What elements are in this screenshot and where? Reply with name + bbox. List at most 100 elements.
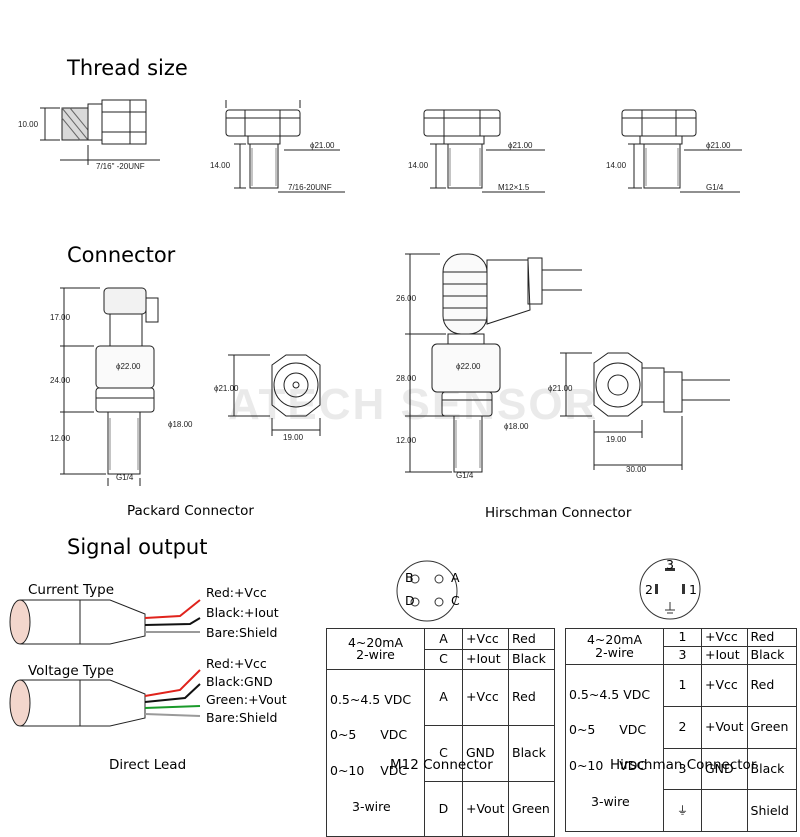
hir-group2-line4: 3-wire — [591, 793, 630, 809]
m12-group-3wire: 0.5~4.5 VDC 0~5 VDC 0~10 VDC 3-wire — [326, 668, 425, 837]
hirschman-height-top: 26.00 — [396, 294, 417, 303]
m12-row5-signal: +Vout — [462, 780, 509, 837]
section-title-connector: Connector — [67, 243, 176, 267]
thread-2-label: 7/16-20UNF — [288, 183, 332, 192]
hirschman-top-view — [560, 352, 730, 470]
thread-4-height: 14.00 — [606, 161, 627, 170]
hirschman-top-total: 30.00 — [626, 465, 647, 474]
m12-group2-line3: 0~10 VDC — [330, 763, 408, 778]
hir-row2-pin: 3 — [663, 646, 702, 665]
hir-row6-color: Shield — [746, 789, 798, 833]
voltage-black-wire — [144, 683, 201, 703]
direct-lead-caption: Direct Lead — [109, 757, 187, 773]
hir-row1-signal: +Vcc — [701, 628, 748, 647]
hir-group-3wire: 0.5~4.5 VDC 0~5 VDC 0~10 VDC 3-wire — [565, 663, 664, 833]
voltage-wire-2: Black:GND — [206, 674, 273, 689]
hir-group1-line1: 4~20mA — [586, 632, 643, 647]
voltage-green-wire — [144, 705, 201, 709]
hir-row5-color: Black — [746, 747, 798, 791]
packard-thread: G1/4 — [116, 473, 134, 482]
current-wire-3: Bare:Shield — [206, 625, 278, 640]
hirschman-thread: G1/4 — [456, 471, 474, 480]
voltage-wire-1: Red:+Vcc — [206, 656, 267, 671]
hir-row4-pin: 2 — [663, 705, 702, 749]
packard-height-top: 17.00 — [50, 313, 71, 322]
m12-row5-pin: D — [424, 780, 463, 837]
m12-group2-line4: 3-wire — [352, 798, 391, 814]
packard-top-view — [228, 354, 321, 436]
hirschman-height-mid: 28.00 — [396, 374, 417, 383]
m12-row5-color: Green — [508, 780, 555, 837]
hir-row5-pin: 3 — [663, 747, 702, 791]
watermark-text: ATECH SENSOR — [228, 380, 599, 429]
m12-group2-line2: 0~5 VDC — [330, 727, 408, 743]
voltage-type-label: Voltage Type — [28, 663, 114, 679]
packard-connector-caption: Packard Connector — [127, 503, 254, 519]
hirschman-top-diameter: ϕ21.00 — [548, 384, 573, 393]
thread-2-diameter: ϕ21.00 — [310, 141, 335, 150]
thread-drawing-3 — [423, 109, 545, 193]
m12-row4-color: Black — [508, 724, 555, 782]
hir-group2-line1: 0.5~4.5 VDC — [569, 686, 651, 702]
m12-row2-signal: +Iout — [462, 648, 509, 670]
hir-group-2wire: 4~20mA 2-wire — [565, 628, 664, 665]
m12-row1-color: Red — [508, 628, 555, 650]
hir-row4-signal: +Vout — [701, 705, 748, 749]
hirschman-top-width: 19.00 — [606, 435, 627, 444]
current-black-wire — [144, 617, 201, 626]
packard-top-width: 19.00 — [283, 433, 304, 442]
voltage-bare-wire — [144, 713, 201, 717]
thread-1-label: 7/16" -20UNF — [96, 162, 145, 171]
m12-row1-signal: +Vcc — [462, 628, 509, 650]
m12-row4-signal: GND — [462, 724, 509, 782]
hirschman-wiring-table: 4~20mA 2-wire 1 +Vcc Red 3 +Iout Black 0… — [565, 628, 798, 833]
m12-row3-pin: A — [424, 669, 463, 726]
current-red-wire — [144, 599, 201, 619]
hir-row6-signal — [701, 789, 748, 833]
hir-row3-signal: +Vcc — [701, 664, 748, 707]
m12-row2-pin: C — [424, 648, 463, 670]
hirschman-pin-2: 2 — [645, 582, 653, 597]
packard-side-view — [60, 287, 159, 486]
voltage-wire-3: Green:+Vout — [206, 692, 287, 707]
current-wire-2: Black:+Iout — [206, 605, 279, 620]
m12-row3-signal: +Vcc — [462, 669, 509, 726]
m12-pin-a: A — [451, 570, 460, 585]
thread-4-label: G1/4 — [706, 183, 724, 192]
thread-drawing-2 — [225, 100, 345, 193]
packard-hex-diameter: ϕ18.00 — [168, 420, 193, 429]
m12-pin-d: D — [405, 593, 415, 608]
thread-3-diameter: ϕ21.00 — [508, 141, 533, 150]
thread-2-height: 14.00 — [210, 161, 231, 170]
connector-drawings: 17.00 24.00 12.00 ϕ22.00 ϕ18.00 G1/4 ϕ21… — [50, 253, 730, 486]
hirschman-connector-caption: Hirschman Connector — [485, 505, 632, 521]
hirschman-pin-1: 1 — [689, 582, 697, 597]
section-title-thread-size: Thread size — [67, 56, 188, 80]
hir-row1-color: Red — [746, 628, 798, 647]
section-title-signal-output: Signal output — [67, 535, 208, 559]
hir-group2-line3: 0~10 VDC — [569, 758, 647, 773]
m12-group1-line1: 4~20mA — [347, 634, 404, 650]
m12-group-2wire: 4~20mA 2-wire — [326, 628, 425, 670]
ground-icon: ⏚ — [663, 789, 702, 833]
direct-lead-drawing — [9, 599, 201, 727]
m12-row2-color: Black — [508, 648, 555, 670]
current-type-label: Current Type — [28, 582, 115, 598]
hir-row2-color: Black — [746, 646, 798, 665]
hir-group1-line2: 2-wire — [595, 644, 634, 660]
hirschman-pin-3: 3 — [666, 557, 674, 572]
packard-top-diameter: ϕ21.00 — [214, 384, 239, 393]
hir-group2-line2: 0~5 VDC — [569, 722, 647, 738]
m12-pin-c: C — [451, 593, 460, 608]
current-wire-1: Red:+Vcc — [206, 585, 267, 600]
m12-row4-pin: C — [424, 724, 463, 782]
m12-pin-face — [396, 560, 458, 622]
hirschman-height-bottom: 12.00 — [396, 436, 417, 445]
hir-row4-color: Green — [746, 705, 798, 749]
voltage-wire-4: Bare:Shield — [206, 710, 278, 725]
m12-group1-line2: 2-wire — [356, 647, 395, 662]
thread-3-label: M12×1.5 — [498, 183, 530, 192]
thread-4-diameter: ϕ21.00 — [706, 141, 731, 150]
m12-pin-b: B — [405, 570, 414, 585]
thread-3-height: 14.00 — [408, 161, 429, 170]
